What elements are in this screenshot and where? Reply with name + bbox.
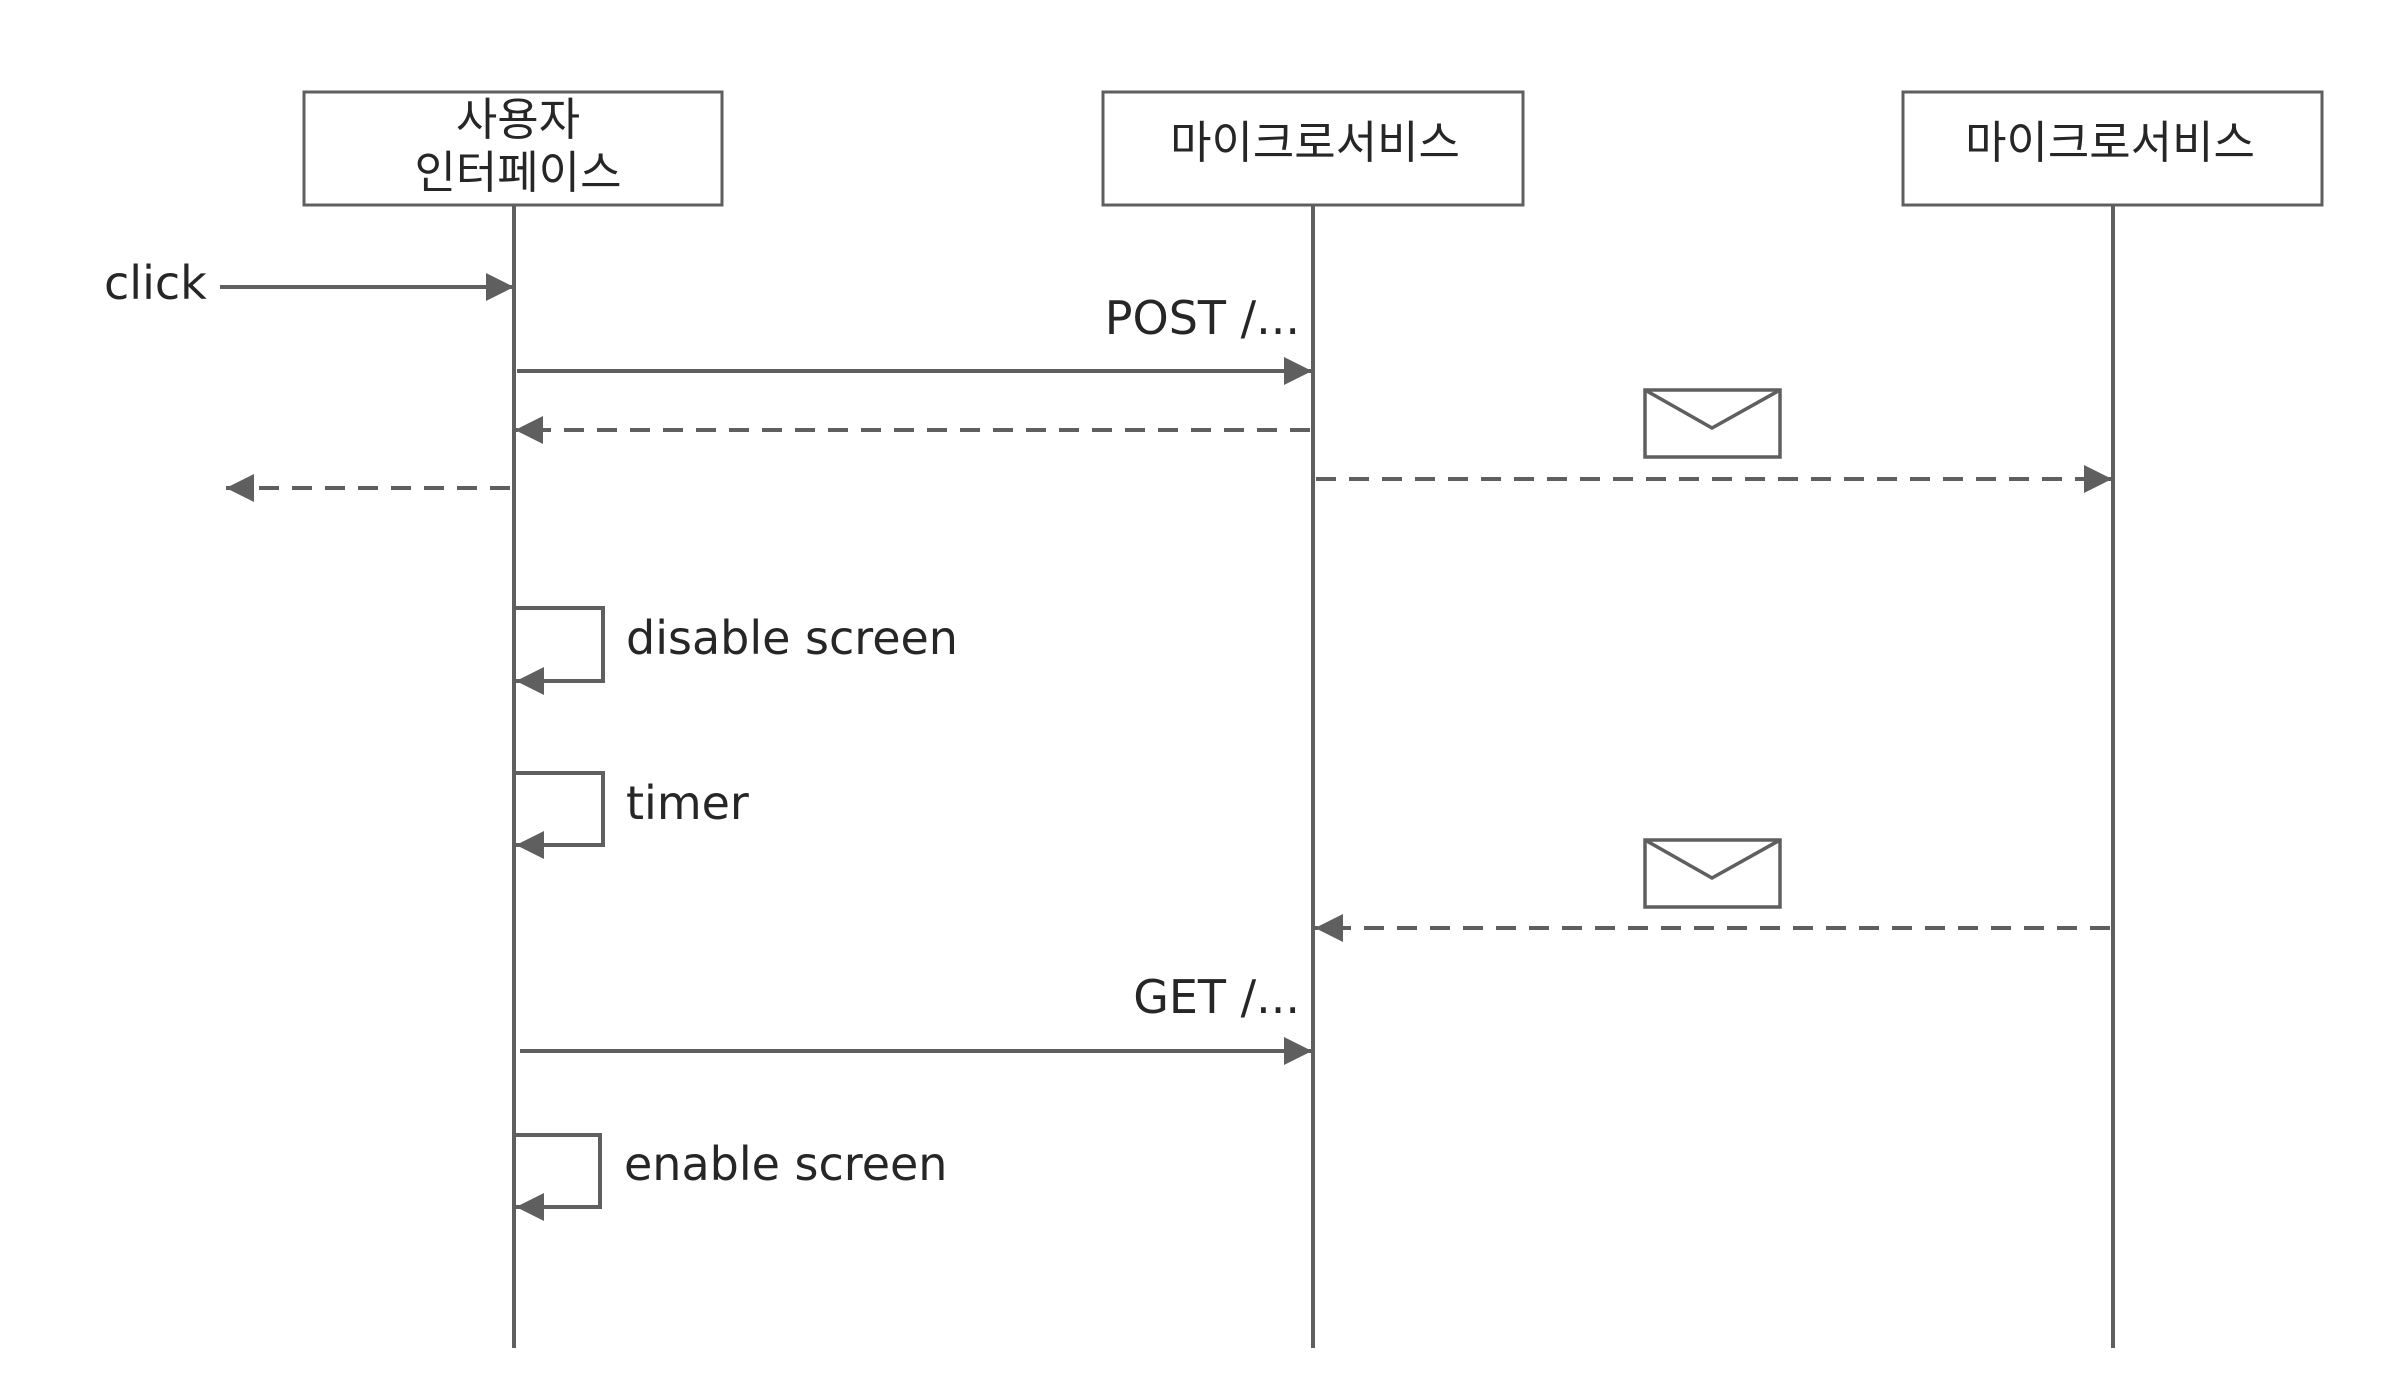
participant-box-ui: [302, 90, 724, 207]
post-label: POST /...: [1105, 291, 1300, 345]
disable-screen-label: disable screen: [626, 611, 958, 665]
participant-label-microservice-1: 마이크로서비스: [1170, 116, 1460, 169]
self-call-enable-arrow: [516, 1133, 602, 1221]
envelope-icon: [1643, 388, 1782, 459]
participant-label-ui-line2: 인터페이스: [414, 146, 621, 199]
participant-box-microservice-1: [1101, 90, 1525, 207]
participant-box-microservice-2: [1901, 90, 2324, 207]
self-call-timer-arrow: [516, 771, 605, 859]
enable-screen-label: enable screen: [624, 1137, 947, 1191]
participant-label-ui-line1: 사용자: [456, 93, 580, 146]
timer-label: timer: [626, 776, 749, 830]
click-label: click: [104, 256, 207, 310]
self-call-disable-arrow: [516, 606, 605, 695]
envelope-icon: [1643, 838, 1782, 909]
participant-label-microservice-2: 마이크로서비스: [1965, 116, 2255, 169]
get-label: GET /...: [1133, 970, 1300, 1024]
